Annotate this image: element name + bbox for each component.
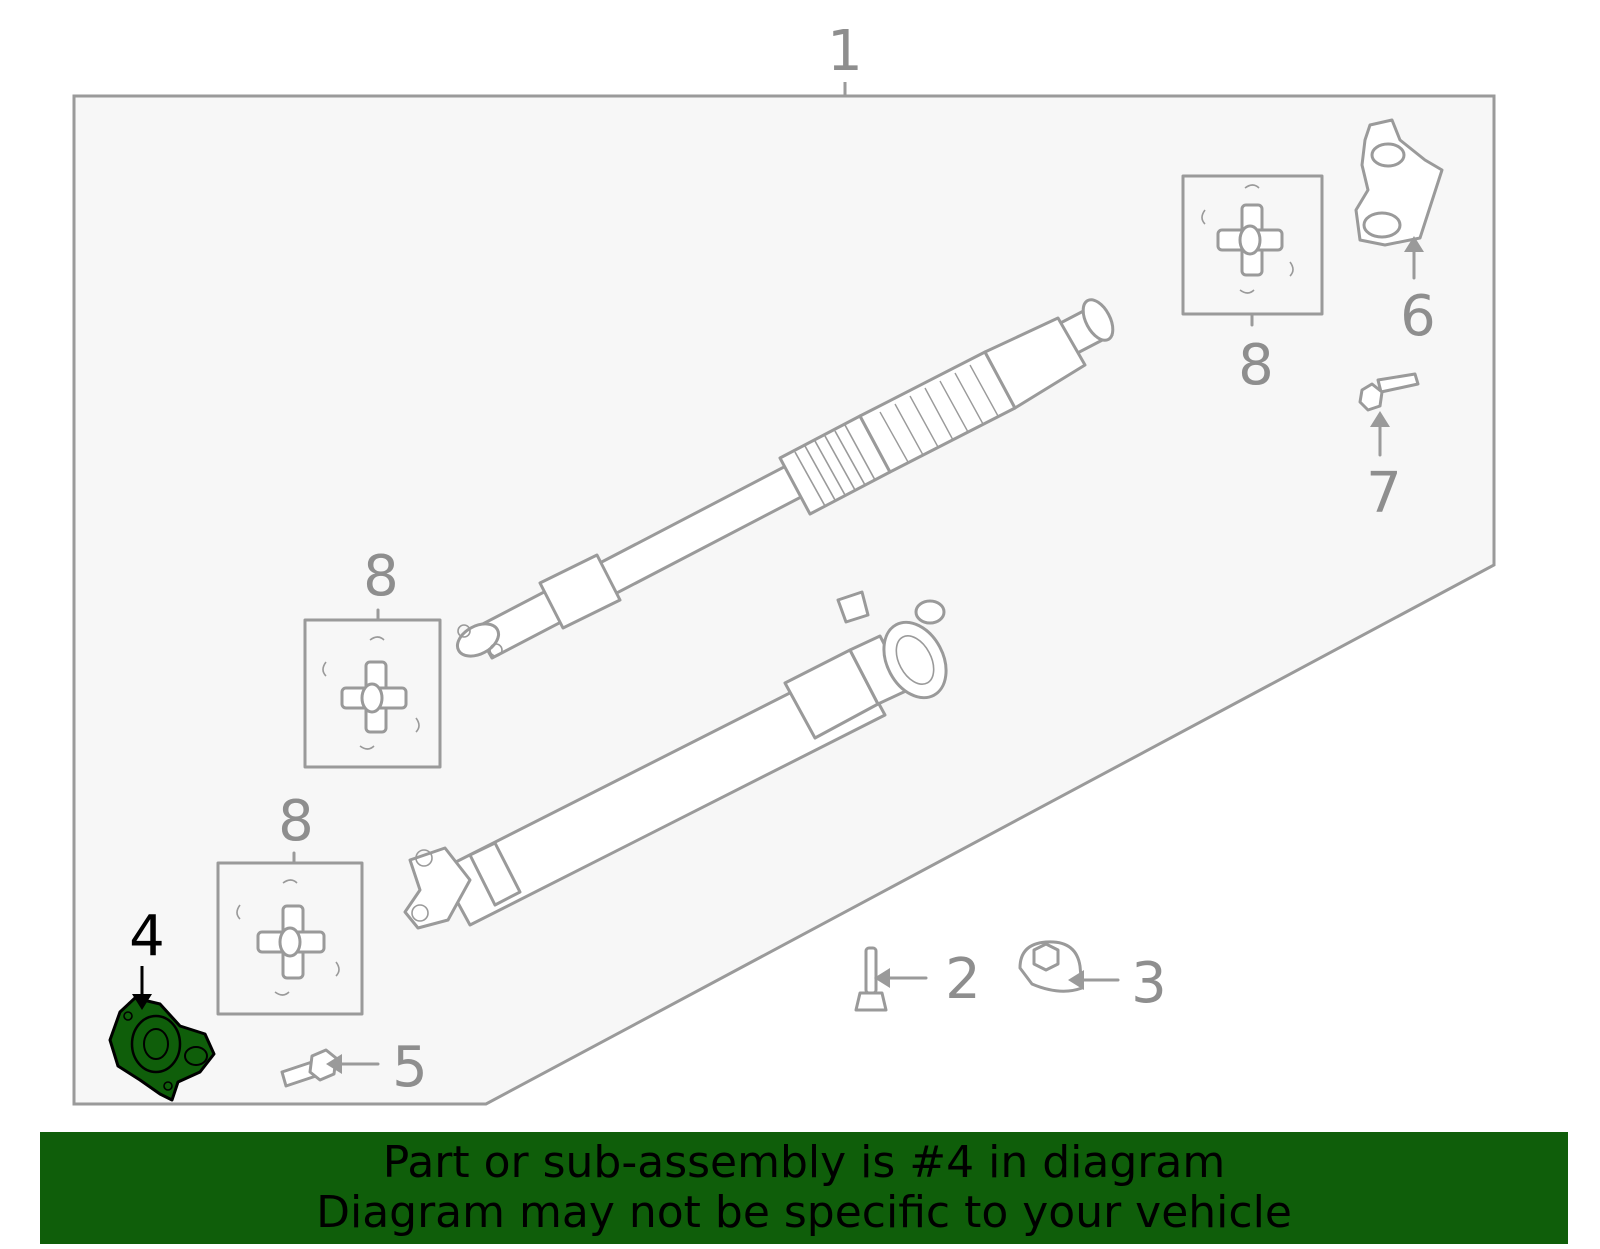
part-7-bolt (1358, 372, 1420, 457)
ujoint-kit-box-upper-right (1181, 174, 1324, 327)
callout-6: 6 (1400, 284, 1436, 349)
part-3-clip-nut (1018, 940, 1120, 993)
callout-7: 7 (1366, 461, 1402, 526)
part-6-bracket (1354, 118, 1444, 280)
upper-driveshaft (455, 298, 1115, 660)
info-banner: Part or sub-assembly is #4 in diagram Di… (40, 1132, 1568, 1244)
callout-5: 5 (392, 1035, 428, 1100)
ujoint-kit-box-lower-left (216, 851, 364, 1016)
callout-1: 1 (827, 19, 863, 84)
banner-line-2: Diagram may not be specific to your vehi… (316, 1187, 1292, 1238)
callout-2: 2 (945, 947, 981, 1012)
callout-3: 3 (1131, 951, 1167, 1016)
part-4-highlighted[interactable] (108, 966, 216, 1102)
callout-8-upper-right: 8 (1238, 333, 1274, 398)
part-5-bolt (280, 1048, 380, 1088)
ujoint-kit-box-middle-left (303, 608, 442, 769)
callout-8-lower-left: 8 (278, 789, 314, 854)
banner-line-1: Part or sub-assembly is #4 in diagram (382, 1137, 1226, 1188)
callout-4: 4 (129, 904, 165, 969)
part-2-bolt (854, 946, 928, 1012)
lower-driveshaft (403, 590, 948, 930)
callout-8-middle-left: 8 (363, 544, 399, 609)
